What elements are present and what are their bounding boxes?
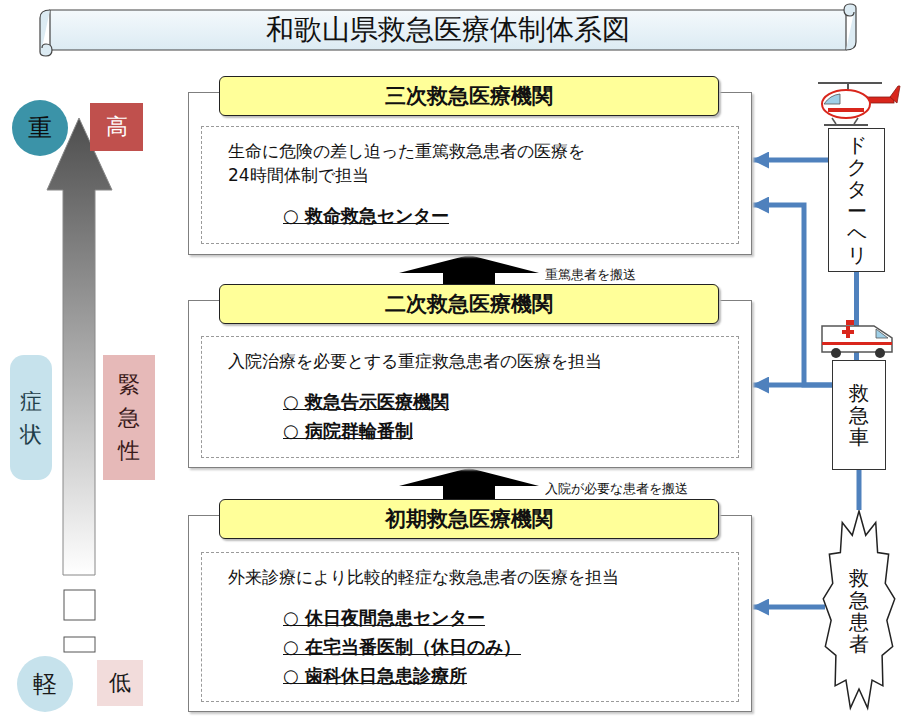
tier-description: 生命に危険の差し迫った重篤救急患者の医療を 24時間体制で担当	[228, 139, 600, 187]
facility-item: ○ 在宅当番医制（休日のみ）	[283, 632, 738, 661]
tier-box: 三次救急医療機関生命に危険の差し迫った重篤救急患者の医療を 24時間体制で担当○…	[188, 92, 752, 255]
transport-arrow	[752, 605, 825, 610]
diagram-title: 和歌山県救急医療体制体系図	[50, 10, 846, 50]
tier-description: 外来診療により比較的軽症な救急患者の医療を担当	[228, 565, 698, 589]
patient-starburst: 救急患者	[822, 510, 896, 712]
helicopter-icon	[818, 83, 900, 125]
facility-item: ○ 休日夜間急患センター	[283, 603, 738, 632]
node-label: 高	[106, 112, 128, 142]
transport-box: 救急車	[832, 360, 886, 470]
ambulance-icon	[822, 320, 892, 358]
description-box: 入院治療を必要とする重症救急患者の医療を担当 ○ 救急告示医療機関○ 病院群輪番制	[201, 336, 739, 458]
urgency-square: 低	[97, 660, 143, 706]
node-label: 症状	[20, 385, 42, 451]
tier-description: 入院治療を必要とする重症救急患者の医療を担当	[228, 349, 698, 373]
node-label: 救急車	[849, 382, 869, 448]
starburst-shape	[823, 511, 894, 708]
edge-label: 入院が必要な患者を搬送	[543, 480, 690, 498]
scale-square	[64, 590, 95, 620]
edge-label: 重篤患者を搬送	[543, 266, 638, 284]
facility-item: ○ 救急告示医療機関	[283, 387, 738, 416]
description-box: 生命に危険の差し迫った重篤救急患者の医療を 24時間体制で担当 ○ 救命救急センタ…	[201, 126, 739, 244]
facility-item: ○ 病院群輪番制	[283, 416, 738, 445]
description-box: 外来診療により比較的軽症な救急患者の医療を担当 ○ 休日夜間急患センター○ 在宅当…	[201, 552, 739, 702]
transport-arrow	[857, 470, 862, 510]
node-label: 緊急性	[118, 368, 140, 467]
block-arrow	[399, 255, 539, 284]
title-scroll	[50, 10, 846, 50]
transport-box: ドクターヘリ	[828, 128, 885, 272]
facility-item: ○ 救命救急センター	[283, 201, 738, 230]
node-label: 低	[109, 668, 131, 698]
severity-circle: 軽	[17, 656, 73, 712]
severity-circle: 重	[12, 100, 68, 156]
node-label: 救急患者	[849, 567, 869, 655]
scale-square	[64, 637, 95, 652]
title-scroll-curl	[40, 10, 52, 56]
transport-arrow	[752, 383, 832, 388]
title-scroll-curl	[844, 4, 856, 50]
severity-arrow	[47, 118, 112, 575]
transport-arrow	[752, 158, 828, 163]
tier-heading: 初期救急医療機関	[219, 499, 719, 539]
tier-heading: 三次救急医療機関	[219, 76, 719, 116]
node-label: 軽	[33, 668, 57, 700]
urgency-label: 緊急性	[103, 355, 155, 480]
tier-heading: 二次救急医療機関	[219, 284, 719, 324]
transport-arrow	[752, 205, 832, 385]
tier-box: 初期救急医療機関外来診療により比較的軽症な救急患者の医療を担当○ 休日夜間急患セ…	[188, 515, 752, 712]
urgency-square: 高	[90, 103, 143, 151]
symptom-label: 症状	[10, 355, 52, 480]
tier-box: 二次救急医療機関入院治療を必要とする重症救急患者の医療を担当○ 救急告示医療機関…	[188, 300, 752, 468]
node-label: 重	[28, 112, 52, 144]
facility-item: ○ 歯科休日急患診療所	[283, 661, 738, 690]
node-label: ドクターヘリ	[847, 134, 867, 266]
block-arrow	[399, 468, 539, 499]
